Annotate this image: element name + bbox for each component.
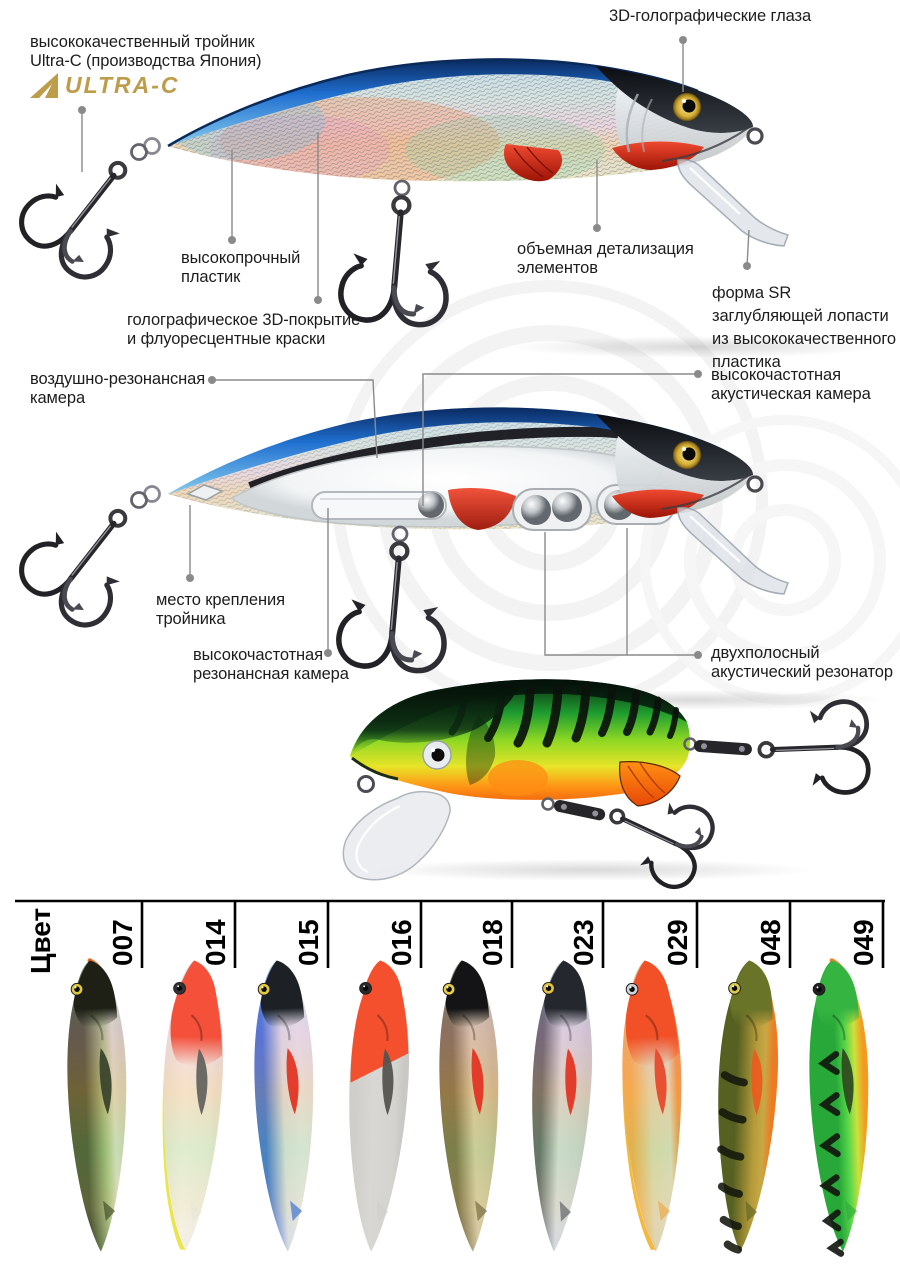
label-air-chamber: воздушно-резонансная камера bbox=[30, 370, 206, 407]
callout-dots bbox=[78, 36, 751, 659]
color-chart-rules bbox=[15, 899, 885, 968]
color-variant-016 bbox=[325, 951, 424, 1271]
ultra-c-triangle-icon bbox=[30, 72, 58, 98]
callout-lines bbox=[81, 40, 750, 656]
color-variant-029 bbox=[600, 951, 699, 1271]
label-hook-mount: место крепления тройника bbox=[156, 591, 285, 628]
label-hq-treble: высококачественный тройник Ultra-C (прои… bbox=[30, 33, 262, 70]
label-hf-resonance: высокочастотная резонансная камера bbox=[193, 646, 349, 683]
label-coating: голографическое 3D-покрытие и флуоресцен… bbox=[127, 311, 361, 348]
color-variant-018 bbox=[417, 951, 516, 1271]
color-variant-023 bbox=[508, 951, 607, 1271]
color-variant-048 bbox=[694, 951, 793, 1271]
ultra-c-logo: ULTRA-C bbox=[30, 72, 180, 99]
color-variant-007 bbox=[45, 951, 144, 1271]
lure-firetiger bbox=[342, 679, 869, 893]
label-resonator: двухполосный акустический резонатор bbox=[711, 644, 893, 681]
color-variant-014 bbox=[139, 951, 238, 1271]
color-variant-049 bbox=[787, 951, 886, 1271]
color-variant-015 bbox=[232, 951, 331, 1271]
label-detail: объемная детализация элементов bbox=[517, 240, 694, 277]
label-hf-acoustic: высокочастотная акустическая камера bbox=[711, 366, 871, 403]
label-3d-eyes: 3D-голографические глаза bbox=[609, 7, 812, 25]
label-lip: форма SR заглубляющей лопасти из высокок… bbox=[712, 284, 896, 371]
label-plastic: высокопрочный пластик bbox=[181, 249, 301, 286]
